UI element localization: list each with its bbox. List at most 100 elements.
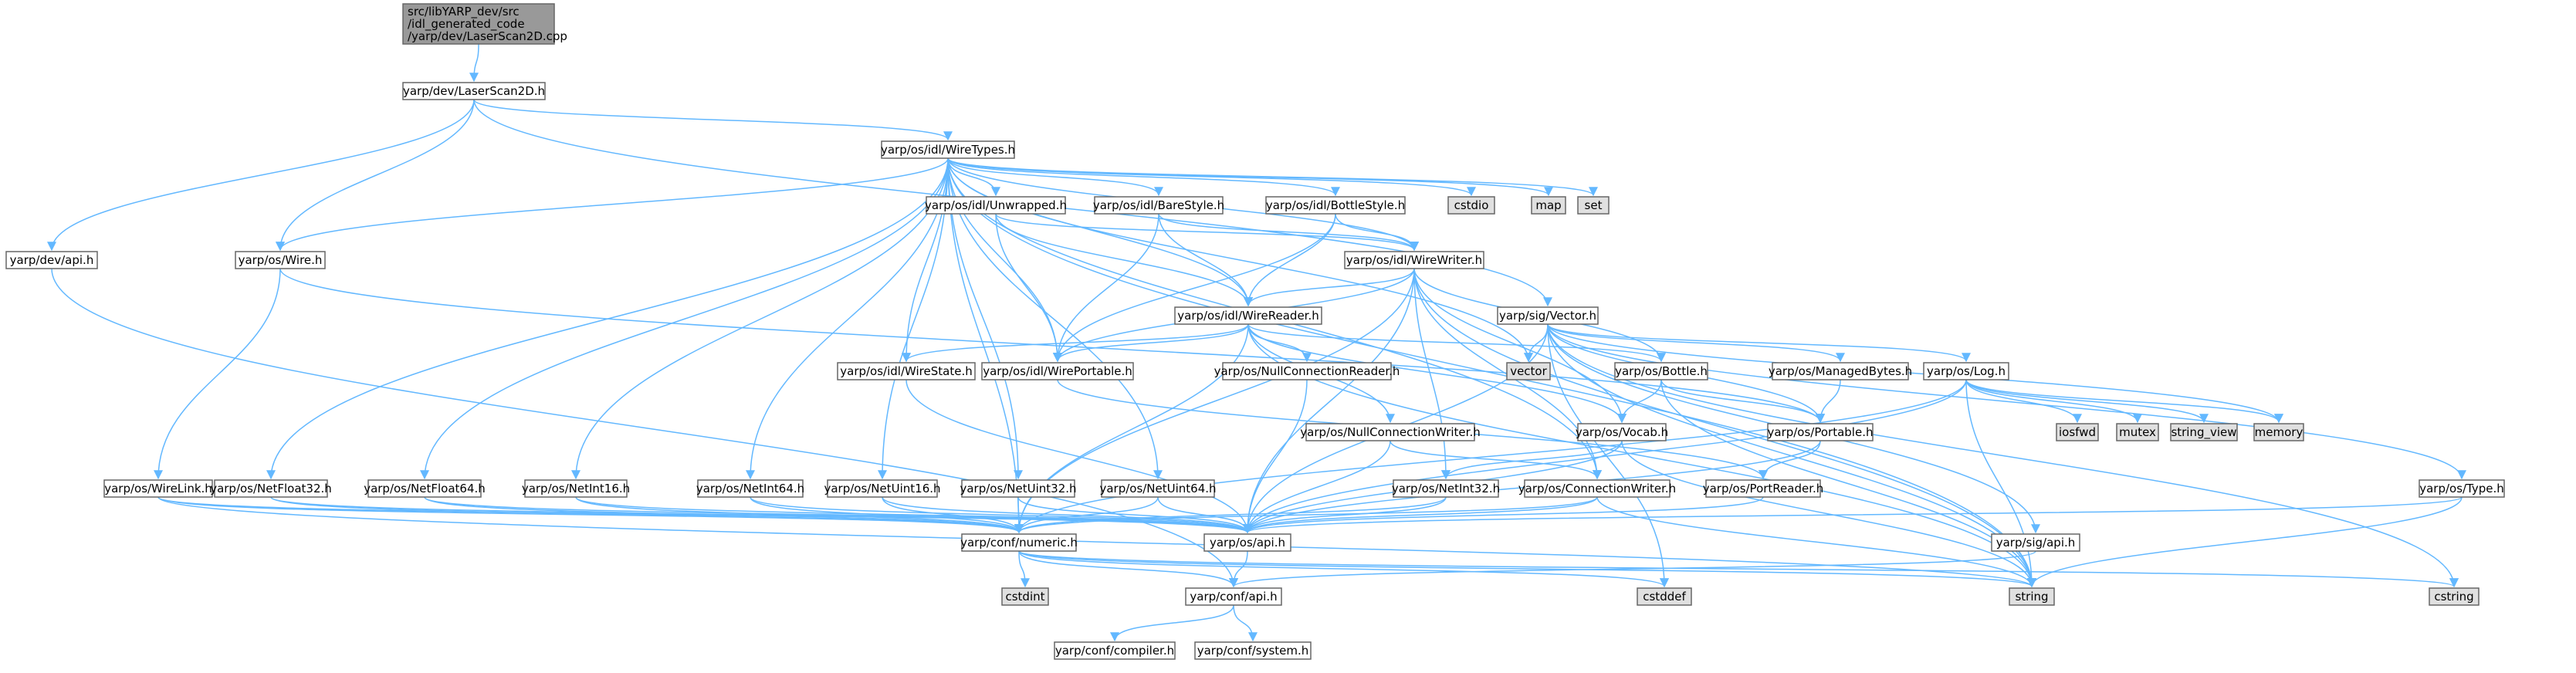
node-wirelink[interactable]: yarp/os/WireLink.h bbox=[103, 479, 213, 498]
edge-wiretypes-to-set bbox=[947, 157, 1598, 197]
node-netfloat64[interactable]: yarp/os/NetFloat64.h bbox=[364, 479, 486, 498]
node-box-iosfwd bbox=[2056, 423, 2099, 441]
edge-connwriter-to-confnumeric bbox=[1014, 496, 1598, 534]
node-netfloat32[interactable]: yarp/os/NetFloat32.h bbox=[210, 479, 332, 498]
node-mutex: mutex bbox=[2116, 423, 2159, 441]
node-sigvector[interactable]: yarp/sig/Vector.h bbox=[1497, 306, 1599, 325]
node-nullconnwriter[interactable]: yarp/os/NullConnectionWriter.h bbox=[1300, 423, 1481, 441]
edge-barestyle-to-wireportable bbox=[1053, 213, 1159, 363]
node-label-osapi: yarp/os/api.h bbox=[1210, 536, 1285, 550]
node-label-netint64: yarp/os/NetInt64.h bbox=[696, 482, 804, 495]
node-box-netuint16 bbox=[827, 479, 938, 498]
node-label-wirestate: yarp/os/idl/WireState.h bbox=[840, 364, 972, 378]
node-label-ostype: yarp/os/Type.h bbox=[2419, 482, 2504, 495]
node-vocab[interactable]: yarp/os/Vocab.h bbox=[1576, 423, 1668, 441]
edge-root-to-laserscan2d bbox=[469, 43, 479, 83]
node-bottle[interactable]: yarp/os/Bottle.h bbox=[1614, 362, 1708, 380]
node-portreader[interactable]: yarp/os/PortReader.h bbox=[1703, 479, 1824, 498]
node-portable[interactable]: yarp/os/Portable.h bbox=[1767, 423, 1874, 441]
node-confsystem[interactable]: yarp/conf/system.h bbox=[1194, 641, 1312, 660]
edge-oslog-to-iosfwd bbox=[1965, 379, 2082, 424]
edge-sigapi-to-confapi bbox=[1229, 550, 2036, 588]
edge-oslog-to-osapi bbox=[1243, 379, 1967, 534]
node-set: set bbox=[1577, 196, 1610, 215]
node-nullconnreader[interactable]: yarp/os/NullConnectionReader.h bbox=[1214, 362, 1400, 380]
node-label-vocab: yarp/os/Vocab.h bbox=[1576, 425, 1668, 439]
node-label-managedbytes: yarp/os/ManagedBytes.h bbox=[1769, 364, 1912, 378]
node-label-wiretypes: yarp/os/idl/WireTypes.h bbox=[881, 143, 1015, 157]
node-confcompiler[interactable]: yarp/conf/compiler.h bbox=[1054, 641, 1176, 660]
node-netint64[interactable]: yarp/os/NetInt64.h bbox=[696, 479, 804, 498]
node-barestyle[interactable]: yarp/os/idl/BareStyle.h bbox=[1093, 196, 1224, 215]
node-netuint32[interactable]: yarp/os/NetUint32.h bbox=[960, 479, 1077, 498]
node-box-bottlestyle bbox=[1265, 196, 1406, 215]
node-connwriter[interactable]: yarp/os/ConnectionWriter.h bbox=[1518, 479, 1676, 498]
node-bottlestyle[interactable]: yarp/os/idl/BottleStyle.h bbox=[1265, 196, 1406, 215]
node-label-iosfwd: iosfwd bbox=[2059, 425, 2096, 439]
node-box-wirestate bbox=[837, 362, 976, 380]
node-wireportable[interactable]: yarp/os/idl/WirePortable.h bbox=[981, 362, 1134, 380]
node-box-sigvector bbox=[1497, 306, 1599, 325]
edge-barestyle-to-wirereader bbox=[1158, 213, 1253, 307]
edge-ostype-to-string bbox=[2027, 496, 2463, 588]
node-netint32[interactable]: yarp/os/NetInt32.h bbox=[1392, 479, 1500, 498]
edge-connwriter-to-osapi bbox=[1243, 496, 1598, 534]
edge-vocab-to-string bbox=[1621, 440, 2036, 588]
node-unwrapped[interactable]: yarp/os/idl/Unwrapped.h bbox=[925, 196, 1067, 215]
node-box-confapi bbox=[1185, 587, 1282, 606]
node-label-netuint64: yarp/os/NetUint64.h bbox=[1099, 482, 1216, 495]
node-wiretypes[interactable]: yarp/os/idl/WireTypes.h bbox=[881, 140, 1015, 159]
node-wirewriter[interactable]: yarp/os/idl/WireWriter.h bbox=[1344, 251, 1484, 269]
node-confnumeric[interactable]: yarp/conf/numeric.h bbox=[960, 533, 1078, 552]
node-box-sigapi bbox=[1991, 533, 2080, 552]
edge-wirereader-to-wireportable bbox=[1053, 323, 1249, 363]
node-string: string bbox=[2009, 587, 2055, 606]
edge-netfloat32-to-osapi bbox=[270, 496, 1252, 534]
edge-barestyle-to-wirewriter bbox=[1158, 213, 1419, 252]
node-box-oslog bbox=[1923, 362, 2009, 380]
node-netuint16[interactable]: yarp/os/NetUint16.h bbox=[824, 479, 941, 498]
edge-osapi-to-confapi bbox=[1229, 550, 1248, 588]
node-osapi[interactable]: yarp/os/api.h bbox=[1203, 533, 1291, 552]
edge-wiretypes-to-bottlestyle bbox=[947, 157, 1340, 197]
edge-wiretypes-to-wireportable bbox=[947, 157, 1062, 363]
node-box-cstdio bbox=[1447, 196, 1495, 215]
edge-bottlestyle-to-wirereader bbox=[1244, 213, 1336, 307]
node-label-netuint16: yarp/os/NetUint16.h bbox=[824, 482, 940, 495]
node-box-osapi bbox=[1203, 533, 1291, 552]
edge-confnumeric-to-cstddef bbox=[1018, 550, 1669, 588]
edge-netfloat64-to-confnumeric bbox=[424, 496, 1024, 534]
edge-netint16-to-osapi bbox=[575, 496, 1252, 534]
node-box-managedbytes bbox=[1772, 362, 1909, 380]
node-oslog[interactable]: yarp/os/Log.h bbox=[1923, 362, 2009, 380]
node-wirestate[interactable]: yarp/os/idl/WireState.h bbox=[837, 362, 976, 380]
node-netint16[interactable]: yarp/os/NetInt16.h bbox=[522, 479, 630, 498]
edge-vocab-to-netint32 bbox=[1441, 440, 1623, 480]
node-box-bottle bbox=[1614, 362, 1708, 380]
node-box-portable bbox=[1767, 423, 1874, 441]
node-ostype[interactable]: yarp/os/Type.h bbox=[2419, 479, 2505, 498]
node-wire[interactable]: yarp/os/Wire.h bbox=[235, 251, 326, 269]
node-label-netuint32: yarp/os/NetUint32.h bbox=[960, 482, 1076, 495]
node-confapi[interactable]: yarp/conf/api.h bbox=[1185, 587, 1282, 606]
edge-sigvector-to-cstddef bbox=[1547, 323, 1669, 588]
edge-wirestate-to-osapi bbox=[905, 379, 1252, 534]
edge-sigvector-to-vector bbox=[1524, 323, 1549, 363]
nodes-layer: src/libYARP_dev/src/idl_generated_code/y… bbox=[5, 3, 2505, 660]
edge-wiretypes-to-confnumeric bbox=[947, 157, 1024, 534]
node-sigapi[interactable]: yarp/sig/api.h bbox=[1991, 533, 2080, 552]
node-netuint64[interactable]: yarp/os/NetUint64.h bbox=[1099, 479, 1217, 498]
edge-wirewriter-to-osapi bbox=[1243, 268, 1415, 534]
node-box-wireportable bbox=[981, 362, 1134, 380]
edge-oslog-to-string_view bbox=[1965, 379, 2209, 424]
node-root[interactable]: src/libYARP_dev/src/idl_generated_code/y… bbox=[402, 3, 567, 45]
node-label-root-1: /idl_generated_code bbox=[408, 17, 525, 32]
node-wirereader[interactable]: yarp/os/idl/WireReader.h bbox=[1174, 306, 1322, 325]
edge-bottle-to-portable bbox=[1660, 379, 1825, 424]
node-devapi[interactable]: yarp/dev/api.h bbox=[5, 251, 98, 269]
node-managedbytes[interactable]: yarp/os/ManagedBytes.h bbox=[1769, 362, 1912, 380]
node-laserscan2d[interactable]: yarp/dev/LaserScan2D.h bbox=[402, 82, 546, 100]
node-cstdint: cstdint bbox=[1001, 587, 1049, 606]
node-box-nullconnreader bbox=[1222, 362, 1392, 380]
edge-wiretypes-to-netint16 bbox=[571, 157, 949, 480]
